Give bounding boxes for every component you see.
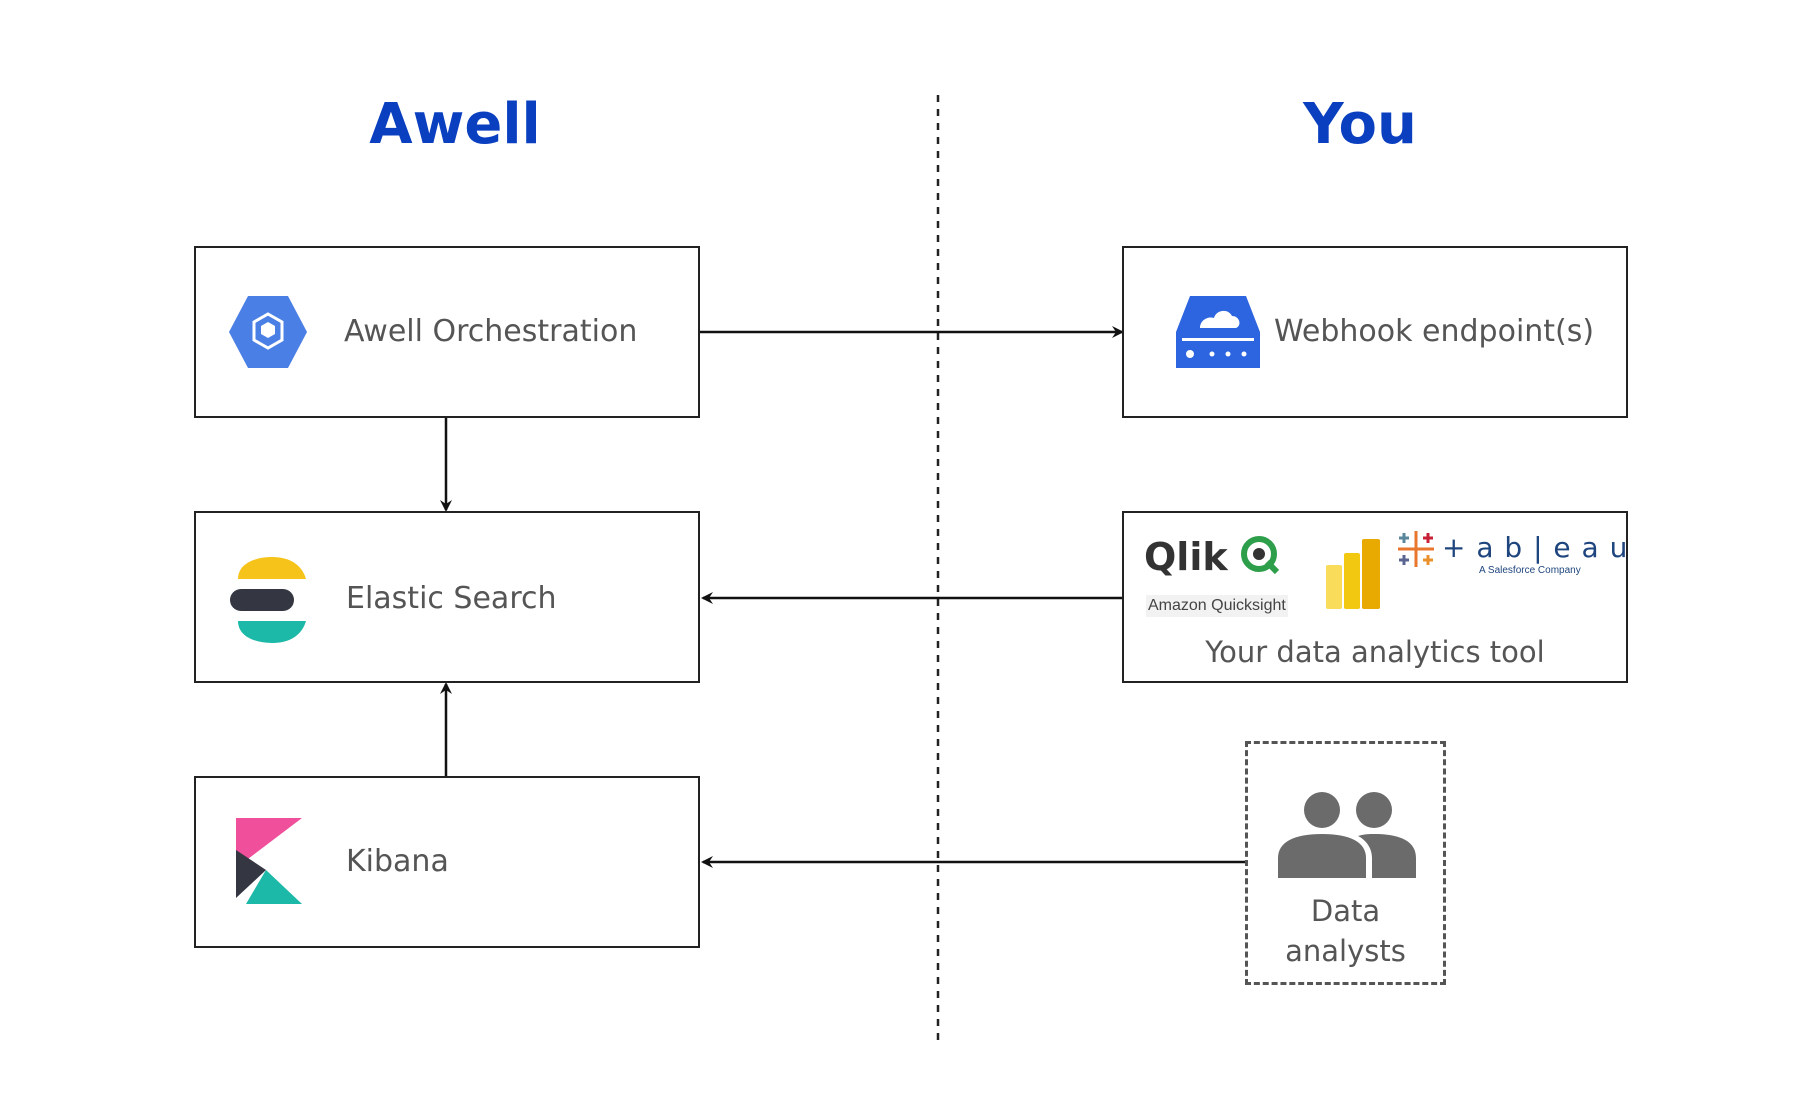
data-analysts-label-line2: analysts [1285, 934, 1406, 968]
elastic-search-icon [230, 557, 310, 648]
webhook-endpoint-label: Webhook endpoint(s) [1274, 314, 1595, 349]
hexagon-cube-icon [228, 294, 308, 375]
tableau-subtitle: A Salesforce Company [1479, 565, 1581, 576]
elastic-search-node[interactable]: Elastic Search [194, 511, 700, 683]
webhook-endpoint-node[interactable]: Webhook endpoint(s) [1122, 246, 1628, 418]
right-column-title: You [1303, 92, 1417, 157]
data-analytics-tool-node[interactable]: Qlik Amazon Quicksight [1122, 511, 1628, 683]
data-analytics-tool-label: Your data analytics tool [1205, 635, 1545, 669]
awell-orchestration-label: Awell Orchestration [344, 314, 638, 349]
data-analysts-label-line1: Data [1310, 894, 1381, 928]
elastic-search-label: Elastic Search [346, 581, 557, 616]
data-analysts-node[interactable]: Data analysts [1245, 741, 1446, 985]
tableau-wordmark: + a b | e a u [1442, 531, 1629, 564]
server-cloud-icon [1176, 296, 1260, 373]
left-column-title: Awell [369, 92, 541, 157]
awell-orchestration-node[interactable]: Awell Orchestration [194, 246, 700, 418]
users-icon [1278, 792, 1416, 883]
amazon-quicksight-logo: Amazon Quicksight [1146, 595, 1288, 617]
qlik-logo: Qlik [1144, 535, 1281, 579]
kibana-node[interactable]: Kibana [194, 776, 700, 948]
qlik-q-icon [1240, 536, 1279, 575]
kibana-label: Kibana [346, 844, 449, 879]
tableau-cross-icon [1394, 527, 1438, 576]
kibana-icon [236, 818, 306, 909]
power-bi-icon [1326, 539, 1382, 614]
